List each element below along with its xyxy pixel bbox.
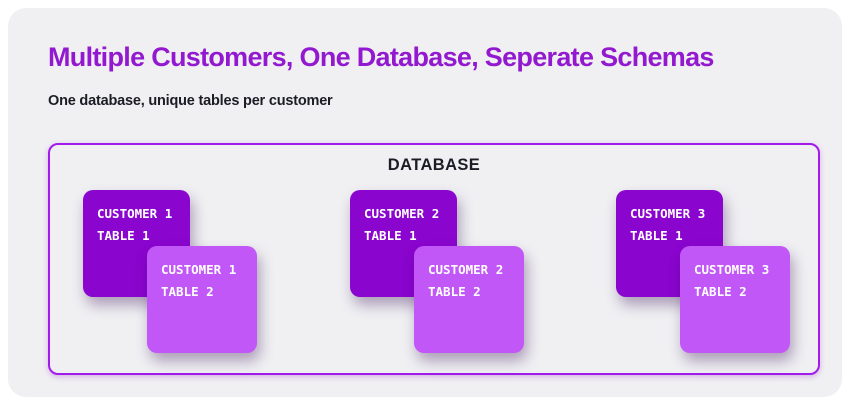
card-line-table: TABLE 1 bbox=[97, 228, 150, 243]
card-line-table: TABLE 2 bbox=[428, 284, 481, 299]
database-box: DATABASE CUSTOMER 1 TABLE 1 CUSTOMER 1 T… bbox=[48, 143, 820, 375]
database-label: DATABASE bbox=[387, 156, 481, 174]
card-line-table: TABLE 1 bbox=[630, 228, 683, 243]
customer-1-table-1-card: CUSTOMER 1 TABLE 1 bbox=[83, 190, 190, 297]
customer-2-table-2-card: CUSTOMER 2 TABLE 2 bbox=[414, 246, 524, 353]
customer-3-table-2-card: CUSTOMER 3 TABLE 2 bbox=[680, 246, 790, 353]
customer-2-group: CUSTOMER 2 TABLE 1 CUSTOMER 2 TABLE 2 bbox=[350, 190, 526, 356]
customer-1-group: CUSTOMER 1 TABLE 1 CUSTOMER 1 TABLE 2 bbox=[83, 190, 259, 356]
customer-1-table-2-card: CUSTOMER 1 TABLE 2 bbox=[147, 246, 257, 353]
slide-panel: Multiple Customers, One Database, Sepera… bbox=[8, 8, 842, 397]
card-line-table: TABLE 2 bbox=[694, 284, 747, 299]
card-line-customer: CUSTOMER 1 bbox=[161, 262, 237, 277]
page-subtitle: One database, unique tables per customer bbox=[48, 93, 333, 109]
card-line-customer: CUSTOMER 3 bbox=[694, 262, 770, 277]
page-title: Multiple Customers, One Database, Sepera… bbox=[48, 42, 714, 72]
card-line-customer: CUSTOMER 2 bbox=[428, 262, 504, 277]
card-line-customer: CUSTOMER 2 bbox=[364, 206, 440, 221]
card-line-table: TABLE 1 bbox=[364, 228, 417, 243]
card-line-customer: CUSTOMER 3 bbox=[630, 206, 706, 221]
card-line-customer: CUSTOMER 1 bbox=[97, 206, 173, 221]
customer-3-group: CUSTOMER 3 TABLE 1 CUSTOMER 3 TABLE 2 bbox=[616, 190, 792, 356]
card-line-table: TABLE 2 bbox=[161, 284, 214, 299]
